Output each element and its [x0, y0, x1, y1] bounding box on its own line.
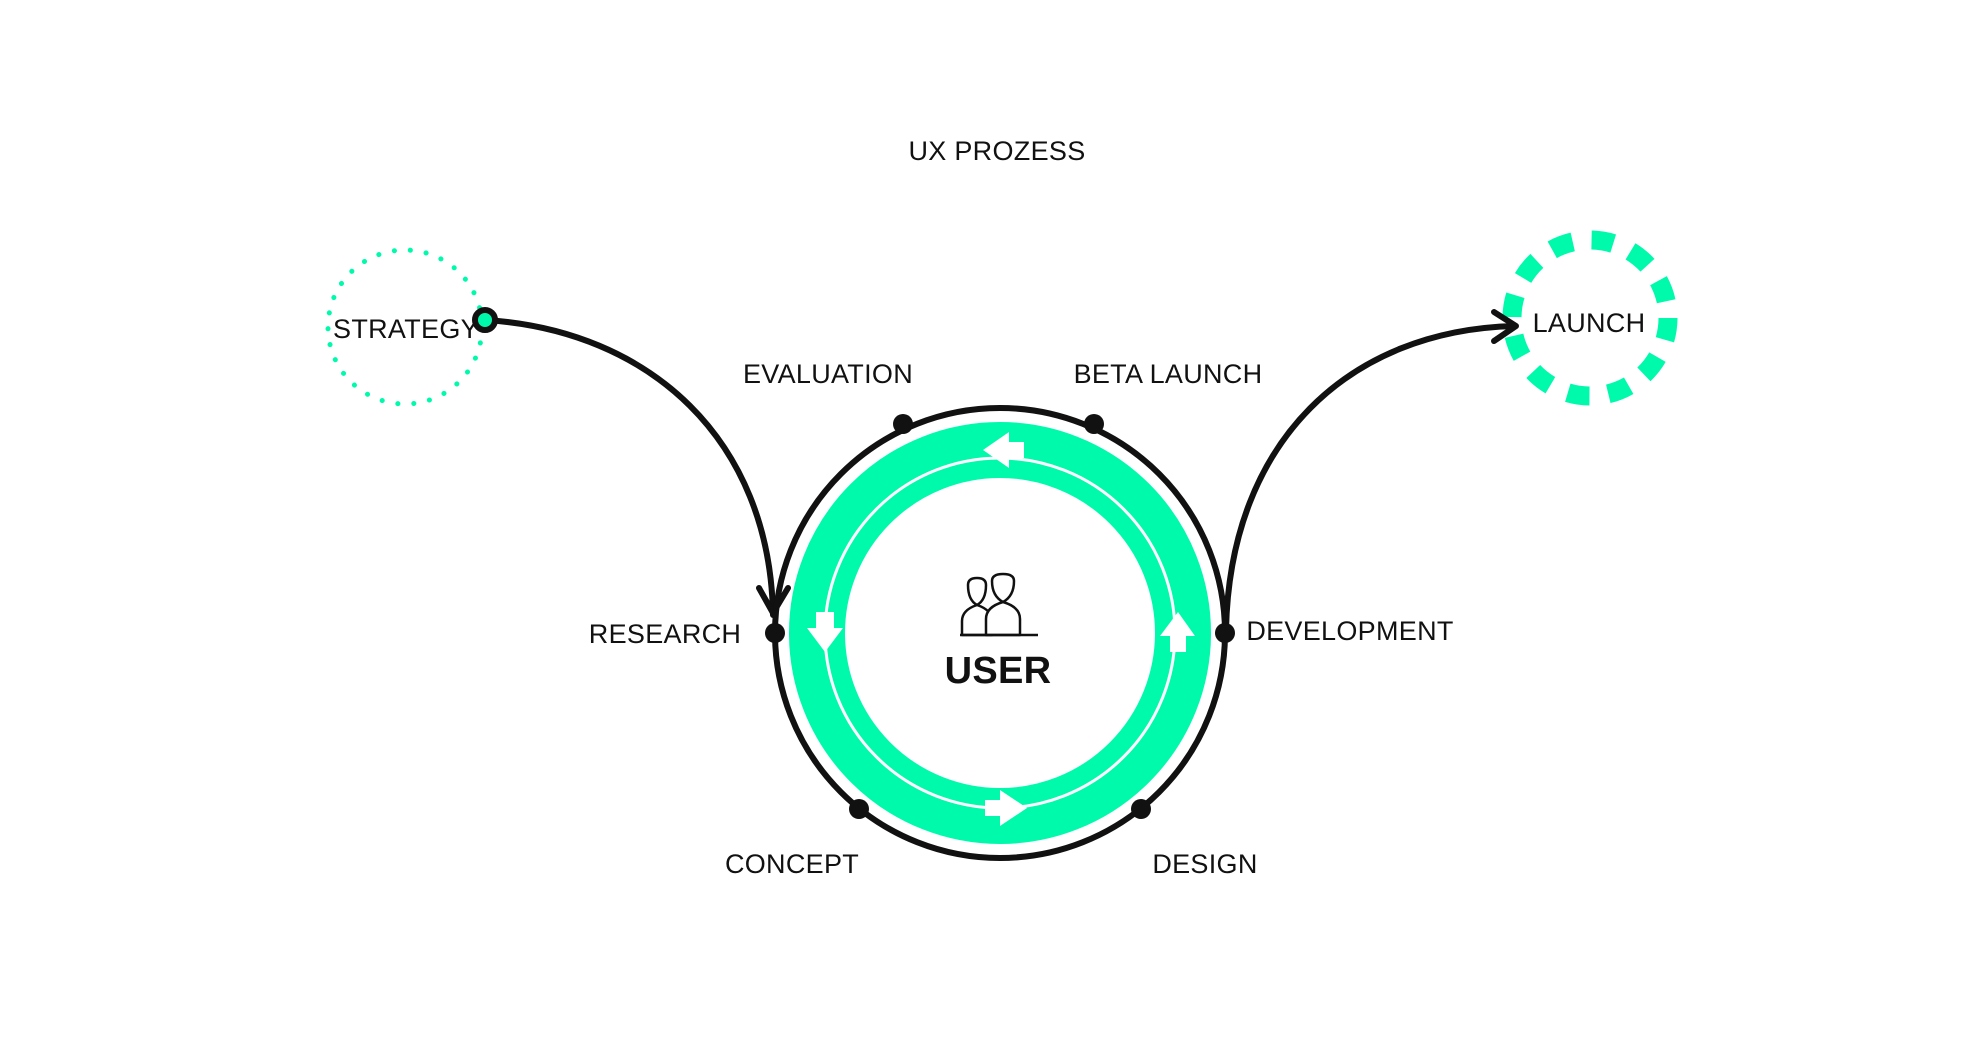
stage-node-concept [849, 799, 869, 819]
cycle-arrow-right-icon [985, 790, 1027, 826]
users-icon [960, 572, 1038, 637]
stage-node-beta-launch [1084, 414, 1104, 434]
stage-label-design: DESIGN [1152, 849, 1257, 879]
strategy-label: STRATEGY [333, 314, 479, 344]
cycle-arrow-left-icon [983, 432, 1024, 468]
stage-label-beta-launch: BETA LAUNCH [1074, 359, 1263, 389]
stage-node-evaluation [893, 414, 913, 434]
stage-node-research [765, 623, 785, 643]
cycle-arrow-down-icon [807, 612, 843, 652]
strategy-to-research-arc [482, 317, 776, 618]
stage-label-concept: CONCEPT [725, 849, 859, 879]
stage-label-evaluation: EVALUATION [743, 359, 913, 389]
center-label: USER [945, 650, 1052, 692]
launch-arrowhead [1491, 309, 1519, 344]
stage-label-development: DEVELOPMENT [1246, 616, 1453, 646]
launch-circle [1502, 230, 1678, 406]
stage-label-research: RESEARCH [589, 619, 741, 649]
cycle-arrow-up-icon [1160, 612, 1195, 652]
stage-node-design [1131, 799, 1151, 819]
development-to-launch-arc [1223, 323, 1518, 633]
stage-node-development [1215, 623, 1235, 643]
strategy-node [472, 307, 498, 333]
diagram-title: UX PROZESS [908, 136, 1085, 166]
launch-label: LAUNCH [1533, 308, 1646, 338]
